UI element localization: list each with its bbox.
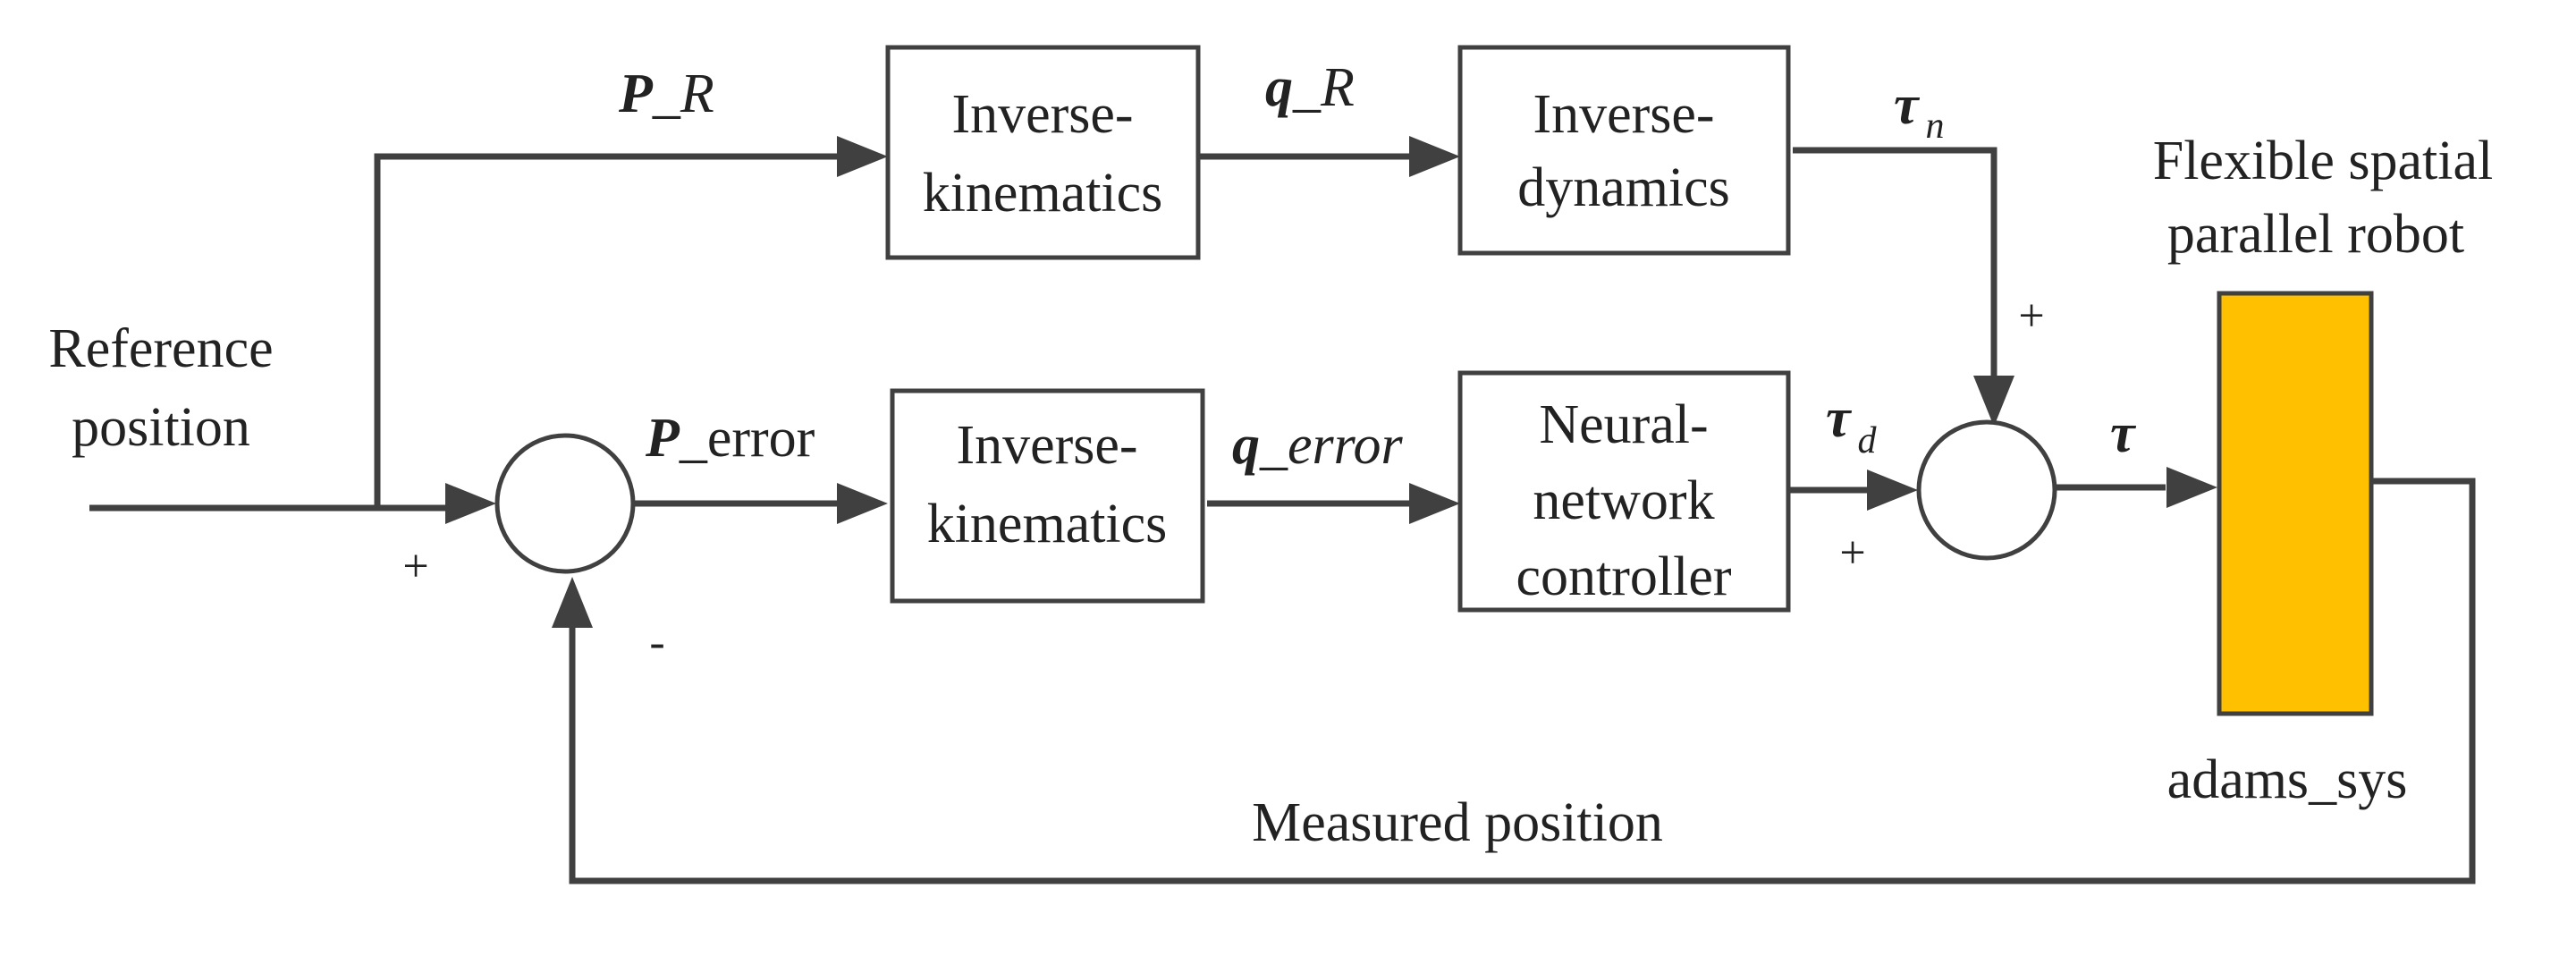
sum1-plus-sign: +	[402, 541, 428, 592]
signal-label-tau: τ	[2110, 403, 2137, 464]
inverse-dynamics-block: Inverse- dynamics	[1457, 45, 1791, 256]
signal-symbol: q	[1232, 415, 1260, 476]
summing-junction-torque	[1916, 419, 2057, 561]
block-label-line: kinematics	[927, 494, 1168, 554]
inverse-kinematics-top-block: Inverse- kinematics	[885, 45, 1201, 260]
arrowhead-feedback-input	[552, 577, 593, 628]
signal-symbol: P	[618, 63, 654, 124]
inverse-kinematics-bottom-block: Inverse- kinematics	[890, 388, 1205, 604]
arrowhead-plant-input	[2166, 467, 2217, 508]
sum1-minus-sign: -	[649, 617, 664, 668]
reference-position-label: Reference	[48, 318, 273, 379]
plant-title-line: parallel robot	[2167, 204, 2464, 265]
arrowhead-ik-bottom-input	[837, 483, 888, 524]
feedback-line	[569, 478, 2476, 884]
signal-suffix: _R	[1292, 57, 1355, 118]
signal-subscript: n	[1926, 106, 1945, 147]
reference-position-label: position	[72, 397, 250, 458]
plant-title-line: Flexible spatial	[2153, 131, 2494, 191]
sum2-top-plus-sign: +	[2018, 291, 2044, 342]
arrowhead-sum2-top-input	[1973, 376, 2014, 427]
signal-symbol: q	[1265, 57, 1293, 118]
block-label-line: Neural-	[1539, 394, 1708, 455]
arrowhead-nn-input	[1409, 483, 1460, 524]
signal-label-q-error: q_error	[1232, 415, 1403, 476]
signal-label-p-r: P_R	[618, 63, 714, 124]
signal-symbol: τ	[1894, 75, 1921, 136]
sum2-left-plus-sign: +	[1839, 528, 1865, 579]
block-label-line: Inverse-	[1533, 84, 1714, 145]
arrowhead-sum1-input	[445, 483, 496, 524]
summing-junction-error	[494, 433, 636, 574]
measured-position-label: Measured position	[1252, 792, 1663, 853]
signal-subscript: d	[1858, 420, 1878, 461]
arrowhead-sum2-left-input	[1867, 470, 1918, 511]
signal-symbol: P	[645, 408, 680, 469]
block-label-line: dynamics	[1517, 157, 1730, 218]
reference-branch-line	[374, 153, 849, 508]
plant-label: adams_sys	[2167, 749, 2408, 810]
block-label-line: Inverse-	[951, 84, 1133, 145]
signal-label-p-error: P_error	[645, 408, 815, 469]
signal-suffix: _error	[679, 408, 815, 469]
signal-suffix: _R	[652, 63, 714, 124]
arrowhead-ik-top-input	[837, 136, 888, 177]
block-label-line: controller	[1516, 546, 1731, 607]
signal-suffix: _error	[1259, 415, 1403, 476]
arrowhead-id-top-input	[1409, 136, 1460, 177]
block-label-line: Inverse-	[956, 415, 1137, 476]
neural-network-controller-block: Neural- network controller	[1457, 370, 1791, 613]
block-label-line: kinematics	[923, 163, 1163, 224]
tau-n-line	[1793, 147, 1997, 392]
robot-plant-block: Flexible spatial parallel robot adams_sy…	[2153, 131, 2494, 810]
robot-plant-rect	[2217, 291, 2374, 716]
signal-label-q-r: q_R	[1265, 57, 1355, 118]
signal-symbol: τ	[1826, 388, 1853, 449]
block-label-line: network	[1533, 470, 1714, 531]
